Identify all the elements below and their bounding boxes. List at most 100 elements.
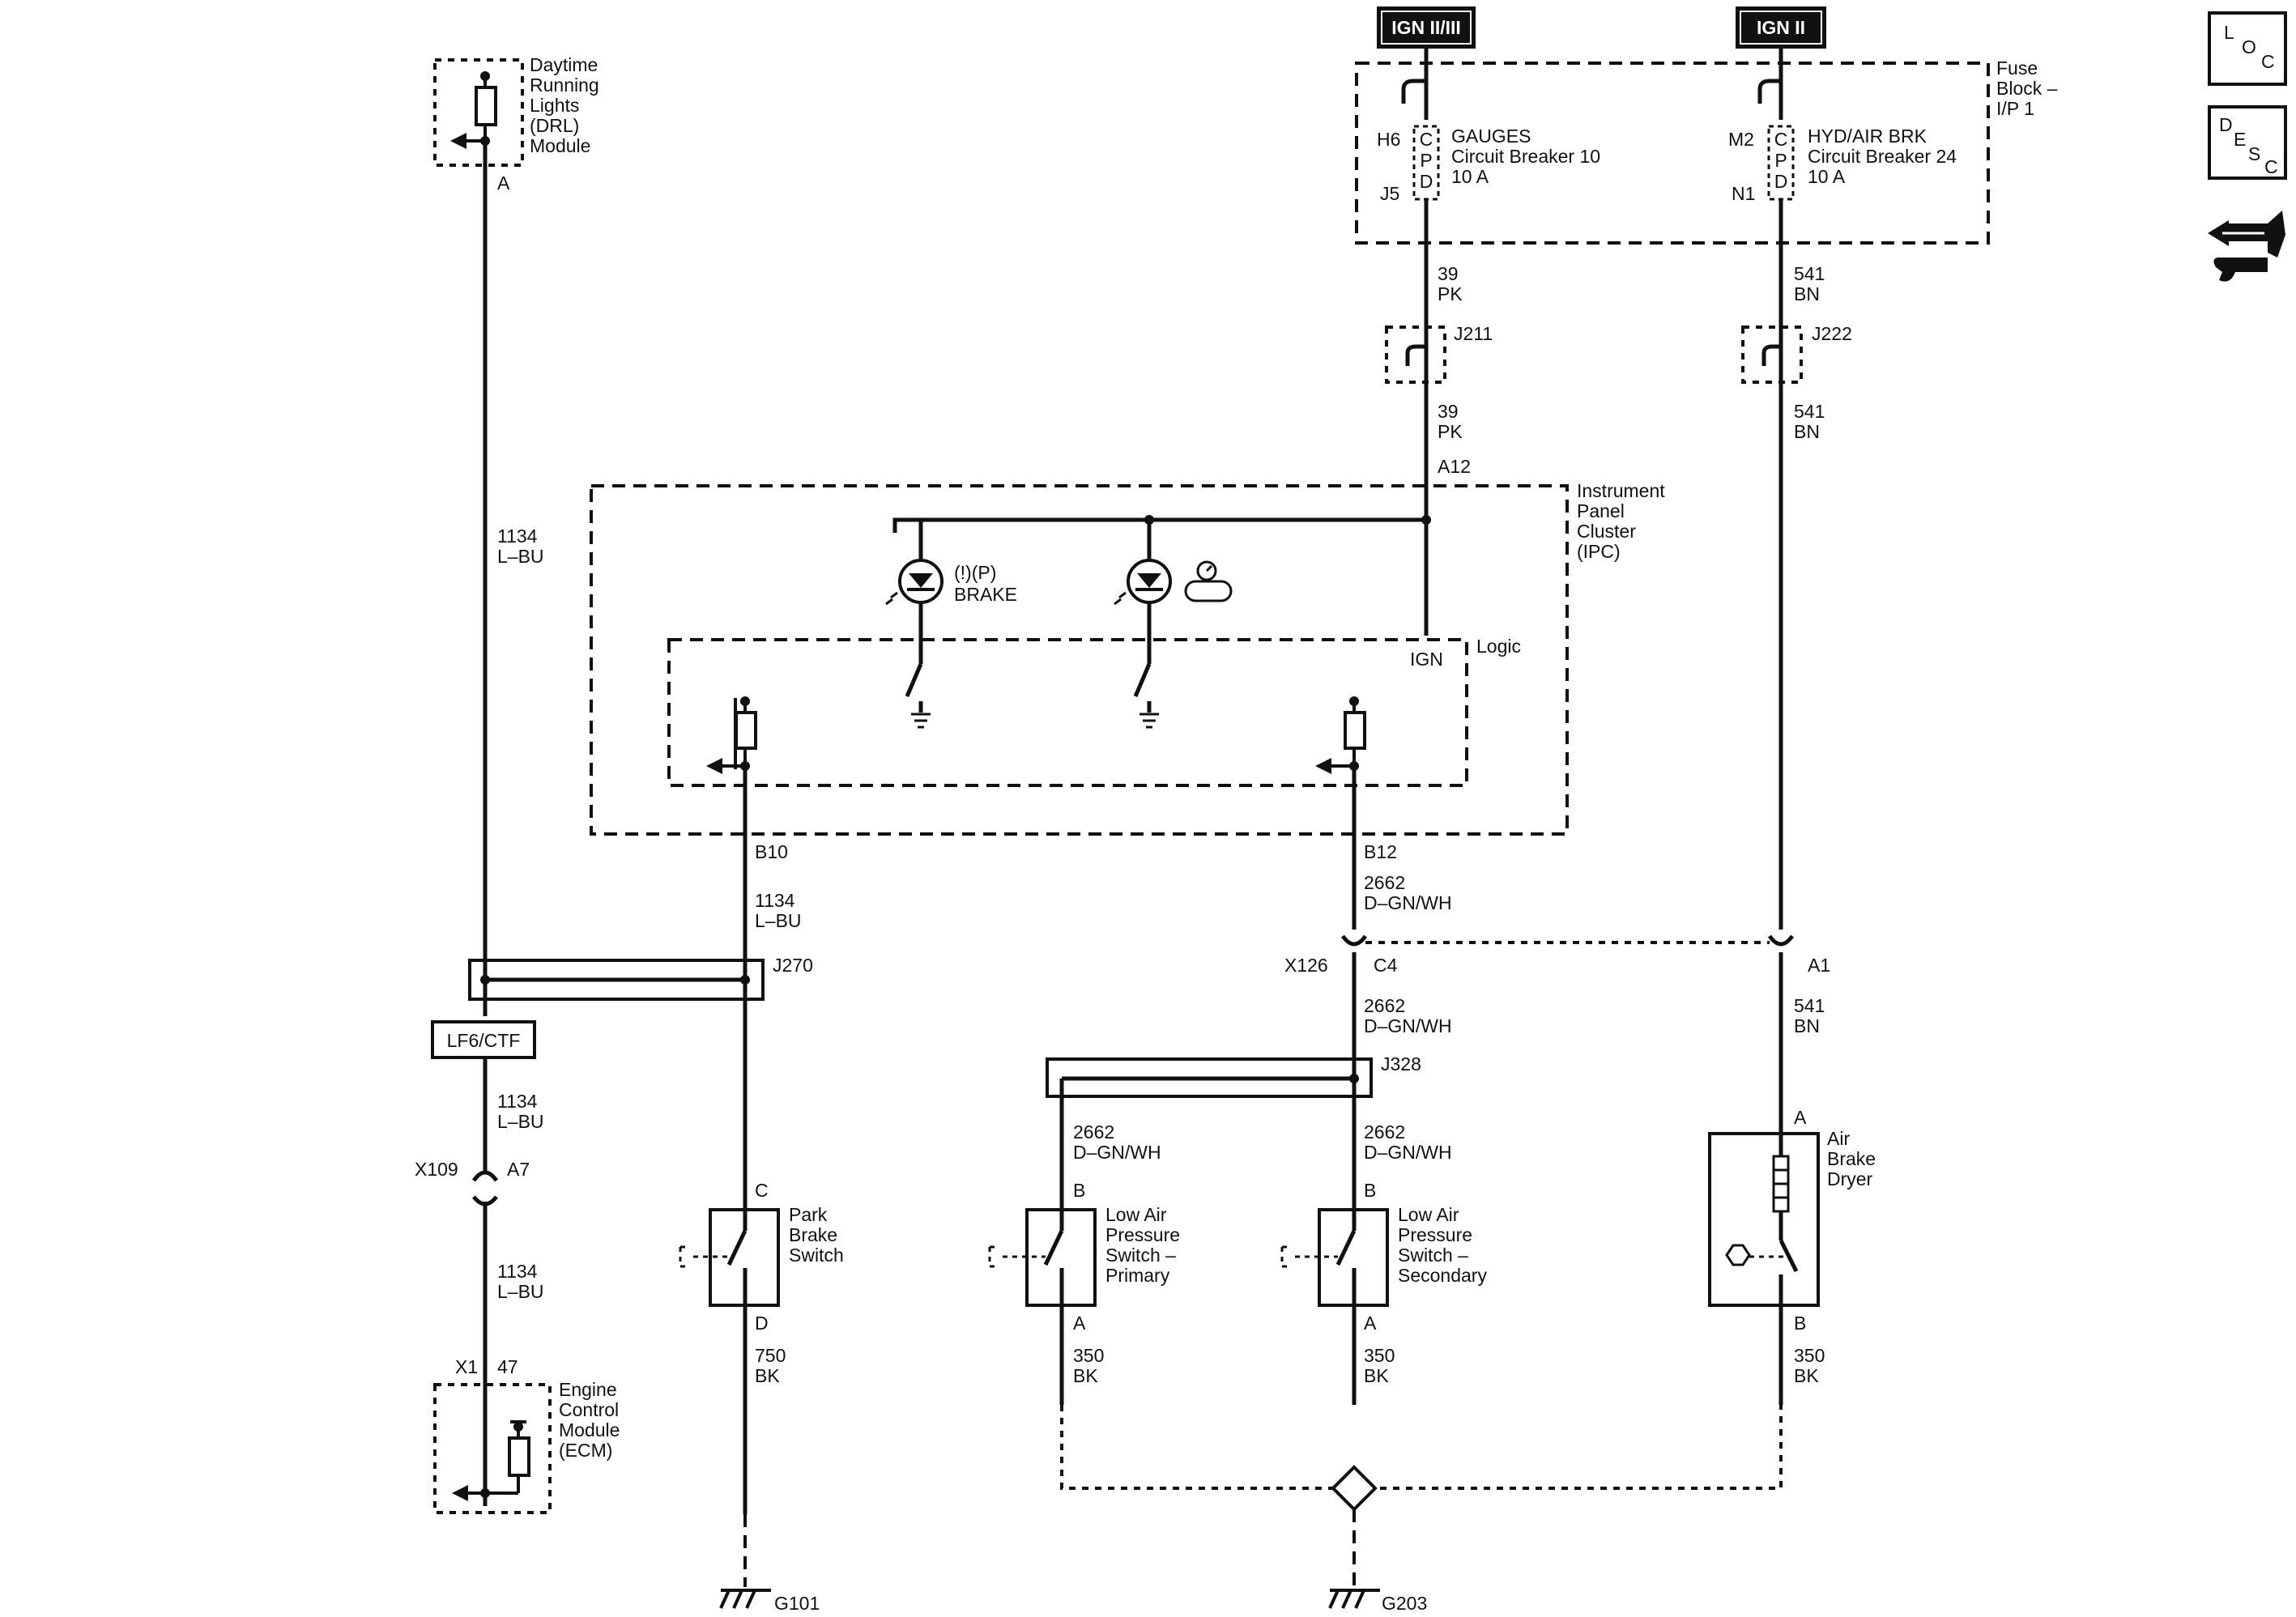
svg-text:Lights: Lights (530, 95, 579, 116)
svg-text:HYD/AIR BRK: HYD/AIR BRK (1808, 126, 1928, 147)
svg-text:39: 39 (1438, 263, 1459, 284)
svg-text:BK: BK (1794, 1365, 1819, 1386)
svg-text:D–GN/WH: D–GN/WH (1364, 1142, 1452, 1163)
switch-actuator-icon (988, 1245, 1046, 1268)
svg-text:Daytime: Daytime (530, 54, 598, 75)
svg-text:Pressure: Pressure (1398, 1224, 1472, 1245)
svg-text:A12: A12 (1438, 456, 1471, 477)
svg-text:1134: 1134 (497, 1261, 538, 1282)
ipc-input-b12-resistor (1315, 696, 1366, 774)
svg-text:BN: BN (1794, 421, 1820, 442)
svg-text:L: L (2224, 22, 2234, 43)
svg-text:Switch: Switch (789, 1245, 844, 1266)
svg-text:2662: 2662 (1364, 995, 1405, 1016)
svg-text:Switch –: Switch – (1398, 1245, 1468, 1266)
svg-text:541: 541 (1794, 263, 1825, 284)
svg-text:Running: Running (530, 74, 599, 96)
svg-text:L–BU: L–BU (497, 546, 544, 567)
ground-bus (1060, 1405, 1783, 1490)
svg-text:X126: X126 (1284, 955, 1328, 976)
svg-text:BN: BN (1794, 1015, 1820, 1036)
svg-text:IGN II: IGN II (1757, 17, 1805, 38)
svg-text:E: E (2234, 129, 2246, 150)
svg-text:G101: G101 (774, 1593, 820, 1614)
connector-x109-icon (471, 1170, 499, 1182)
svg-text:350: 350 (1794, 1345, 1825, 1366)
ipc-logic-box (667, 638, 1468, 787)
air-gauge-icon (1184, 560, 1233, 602)
svg-text:O: O (2242, 36, 2256, 57)
svg-text:C: C (755, 1180, 769, 1201)
fuse-terminal-gauges (1401, 79, 1426, 104)
ipc-input-b10-resistor (706, 696, 757, 774)
svg-text:J328: J328 (1381, 1053, 1421, 1074)
svg-text:BK: BK (1364, 1365, 1389, 1386)
fuse-block-box (1355, 62, 1990, 245)
svg-text:P: P (1420, 150, 1432, 171)
ground-icon (1139, 713, 1159, 729)
svg-text:350: 350 (1364, 1345, 1395, 1366)
svg-text:A: A (1073, 1313, 1086, 1334)
svg-text:P: P (1774, 150, 1787, 171)
ground-splice-diamond (1331, 1465, 1378, 1512)
svg-text:750: 750 (755, 1345, 786, 1366)
svg-text:BK: BK (755, 1365, 780, 1386)
splice-j222 (1741, 326, 1803, 384)
ecm-resistor (452, 1420, 530, 1501)
svg-text:A: A (1794, 1107, 1807, 1128)
svg-text:X1: X1 (455, 1356, 478, 1377)
fuse-terminal-hyd (1757, 79, 1781, 104)
svg-text:C: C (1420, 129, 1433, 150)
svg-text:BK: BK (1073, 1365, 1098, 1386)
svg-text:X109: X109 (415, 1159, 458, 1180)
svg-text:C4: C4 (1374, 955, 1398, 976)
svg-text:Primary: Primary (1105, 1265, 1170, 1286)
svg-text:2662: 2662 (1073, 1121, 1114, 1143)
svg-text:D: D (755, 1313, 769, 1334)
svg-text:L–BU: L–BU (497, 1111, 544, 1132)
svg-text:Low Air: Low Air (1398, 1204, 1459, 1225)
location-button[interactable]: L O C (2208, 11, 2287, 86)
air-pressure-led-icon (1114, 559, 1172, 606)
svg-text:M2: M2 (1728, 129, 1754, 150)
svg-text:Logic: Logic (1476, 636, 1521, 657)
ipc-internal-bus (892, 517, 1426, 533)
svg-text:J222: J222 (1812, 323, 1852, 344)
svg-text:Secondary: Secondary (1398, 1265, 1487, 1286)
svg-text:C: C (2261, 51, 2275, 72)
svg-text:Park: Park (789, 1204, 828, 1225)
ground-icon (911, 713, 931, 729)
drl-resistor (450, 71, 497, 149)
svg-text:J5: J5 (1380, 183, 1399, 204)
fuse-block-title-1: Fuse (1996, 57, 2038, 79)
svg-text:47: 47 (497, 1356, 518, 1377)
svg-text:IGN II/III: IGN II/III (1391, 17, 1461, 38)
svg-text:Circuit Breaker 24: Circuit Breaker 24 (1808, 146, 1957, 167)
svg-text:Panel: Panel (1577, 500, 1625, 521)
ipc-box (590, 484, 1569, 836)
splice-j270 (468, 959, 765, 1001)
svg-text:G203: G203 (1382, 1593, 1427, 1614)
connector-wrench-icon[interactable] (2208, 211, 2285, 282)
svg-text:Circuit Breaker 10: Circuit Breaker 10 (1451, 146, 1600, 167)
switch-actuator-icon (679, 1245, 729, 1268)
splice-j211 (1385, 326, 1446, 384)
svg-text:S: S (2248, 143, 2260, 164)
chassis-ground-g203-icon (1328, 1589, 1380, 1609)
svg-text:(IPC): (IPC) (1577, 541, 1621, 562)
svg-text:LF6/CTF: LF6/CTF (447, 1030, 521, 1051)
connector-x126-a1-icon (1767, 934, 1795, 947)
fuse-block-title-3: I/P 1 (1996, 98, 2034, 119)
svg-text:2662: 2662 (1364, 1121, 1405, 1143)
svg-text:2662: 2662 (1364, 872, 1405, 893)
svg-text:541: 541 (1794, 401, 1825, 422)
svg-text:BN: BN (1794, 283, 1820, 304)
svg-text:D: D (1774, 171, 1788, 192)
fuse-block-title-2: Block – (1996, 78, 2058, 99)
air-brake-dryer (1708, 1132, 1820, 1307)
ecm-box (433, 1383, 552, 1514)
svg-text:Low Air: Low Air (1105, 1204, 1167, 1225)
svg-text:A7: A7 (507, 1159, 530, 1180)
description-button[interactable]: D E S C (2208, 105, 2287, 180)
svg-text:39: 39 (1438, 401, 1459, 422)
